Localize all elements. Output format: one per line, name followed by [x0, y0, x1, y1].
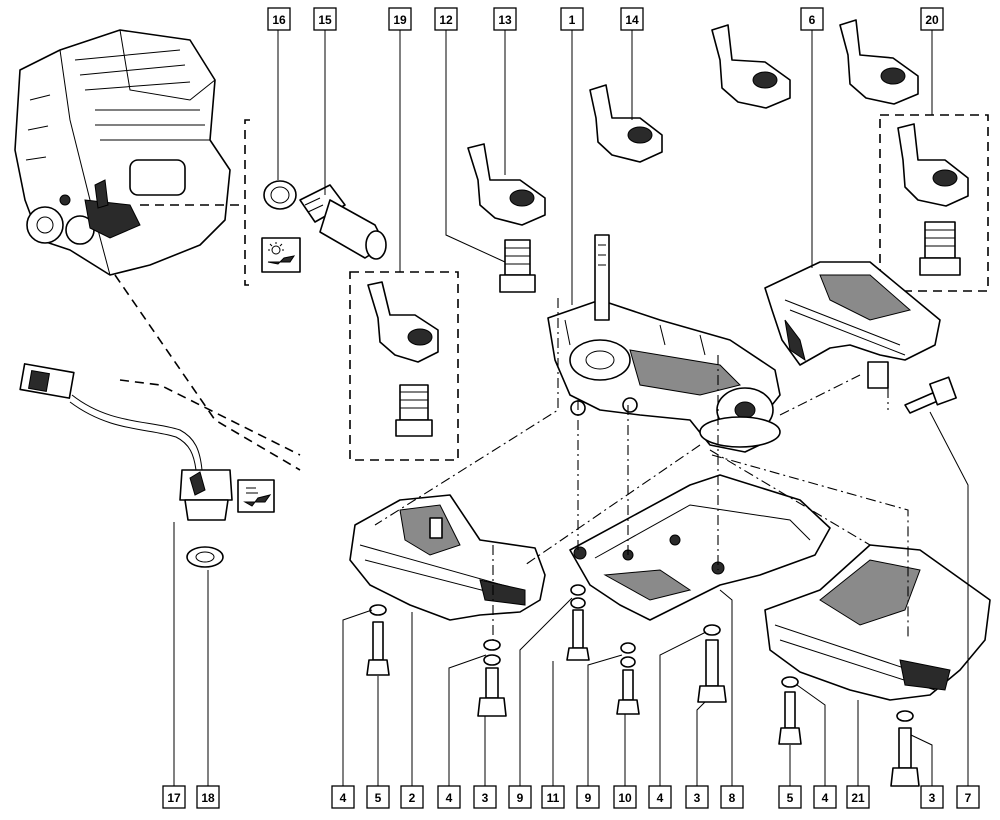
- svg-text:12: 12: [439, 13, 453, 27]
- callout-4: 4: [813, 785, 837, 809]
- svg-text:5: 5: [375, 791, 382, 805]
- fasteners: [366, 584, 920, 787]
- callout-12: 12: [434, 7, 458, 31]
- callout-20: 20: [920, 7, 944, 31]
- svg-text:9: 9: [585, 791, 592, 805]
- part-18-washer: [186, 546, 224, 568]
- callout-21: 21: [846, 785, 870, 809]
- part-13-oil-jet: [467, 143, 546, 226]
- svg-text:9: 9: [517, 791, 524, 805]
- callout-4: 4: [648, 785, 672, 809]
- svg-text:4: 4: [822, 791, 829, 805]
- callout-18: 18: [196, 785, 220, 809]
- svg-text:11: 11: [547, 791, 560, 805]
- svg-text:17: 17: [167, 791, 181, 805]
- part-2-baffle: [349, 494, 546, 621]
- part-20-oil-jet: [897, 123, 969, 276]
- callout-3: 3: [920, 785, 944, 809]
- callout-9: 9: [576, 785, 600, 809]
- svg-text:21: 21: [851, 791, 865, 805]
- svg-text:3: 3: [929, 791, 936, 805]
- callout-11: 11: [541, 785, 565, 809]
- svg-text:10: 10: [618, 791, 632, 805]
- svg-text:16: 16: [272, 13, 286, 27]
- svg-text:1: 1: [569, 13, 576, 27]
- callout-19: 19: [388, 7, 412, 31]
- svg-text:19: 19: [393, 13, 407, 27]
- svg-text:20: 20: [925, 13, 939, 27]
- svg-text:4: 4: [657, 791, 664, 805]
- callout-3: 3: [473, 785, 497, 809]
- callout-1: 1: [560, 7, 584, 31]
- part-12-hollow-bolt: [499, 239, 536, 293]
- group-19-outline: [349, 271, 459, 461]
- callout-17: 17: [162, 785, 186, 809]
- part-17-oil-level-sensor: [19, 363, 233, 521]
- svg-text:15: 15: [318, 13, 332, 27]
- callout-4: 4: [331, 785, 355, 809]
- callout-13: 13: [493, 7, 517, 31]
- svg-text:3: 3: [482, 791, 489, 805]
- part-1-oil-pump: [547, 234, 781, 453]
- part-16-seal-ring: [263, 180, 297, 210]
- callout-5: 5: [366, 785, 390, 809]
- svg-text:4: 4: [340, 791, 347, 805]
- svg-text:13: 13: [498, 13, 512, 27]
- callout-3: 3: [685, 785, 709, 809]
- assembly-lines: [374, 298, 909, 640]
- part-15-oil-pressure-switch: [299, 184, 387, 260]
- callout-10: 10: [613, 785, 637, 809]
- leader-lines: [173, 30, 969, 788]
- part-14-oil-jet: [589, 84, 663, 163]
- svg-text:7: 7: [965, 791, 972, 805]
- svg-text:6: 6: [809, 13, 816, 27]
- engine-overview: [14, 29, 231, 276]
- svg-text:18: 18: [201, 791, 215, 805]
- oil-jet-variant-b: [839, 19, 919, 105]
- oil-level-icon: [237, 479, 275, 513]
- callout-15: 15: [313, 7, 337, 31]
- part-7-bolt: [904, 376, 957, 414]
- callout-8: 8: [720, 785, 744, 809]
- callout-5: 5: [778, 785, 802, 809]
- callout-16: 16: [267, 7, 291, 31]
- bracket-15-16: [244, 119, 250, 286]
- callout-9: 9: [508, 785, 532, 809]
- part-21-baffle: [764, 544, 991, 701]
- svg-text:2: 2: [409, 791, 416, 805]
- callout-14: 14: [620, 7, 644, 31]
- callout-4: 4: [437, 785, 461, 809]
- svg-text:4: 4: [446, 791, 453, 805]
- part-19-oil-jet: [367, 281, 439, 437]
- part-8-oil-tray: [569, 474, 831, 621]
- callout-7: 7: [956, 785, 980, 809]
- svg-text:14: 14: [625, 13, 639, 27]
- svg-text:3: 3: [694, 791, 701, 805]
- svg-text:8: 8: [729, 791, 736, 805]
- callout-2: 2: [400, 785, 424, 809]
- part-6-baffle: [764, 261, 941, 389]
- oil-pressure-warning-icon: [261, 237, 301, 273]
- svg-text:5: 5: [787, 791, 794, 805]
- oil-jet-variant-a: [711, 24, 791, 109]
- callout-6: 6: [800, 7, 824, 31]
- group-20-outline: [879, 114, 989, 292]
